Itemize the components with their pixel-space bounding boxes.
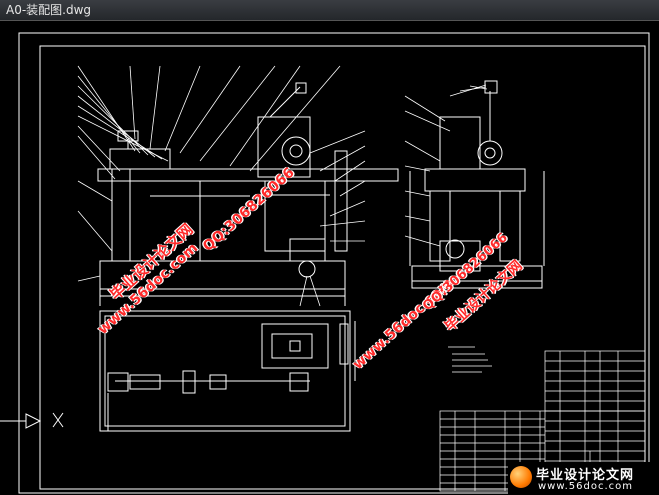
site-logo: 毕业设计论文网 www.56doc.com: [508, 462, 658, 495]
side-view: [409, 80, 545, 289]
top-view: [99, 310, 356, 432]
window-title: A0-装配图.dwg: [6, 3, 92, 17]
drawing-frame-outer: [18, 32, 650, 494]
window-titlebar: A0-装配图.dwg: [0, 0, 659, 21]
drawing-frame-inner: [39, 45, 646, 490]
logo-name: 毕业设计论文网: [536, 468, 635, 483]
leader-lines-left: [77, 65, 366, 307]
cad-drawing: [0, 32, 650, 494]
tech-notes: [448, 346, 492, 373]
logo-url: www.56doc.com: [538, 481, 634, 492]
leader-lines-side: [404, 84, 488, 247]
ucs-icon: [0, 412, 64, 429]
logo-ball-icon: [510, 466, 532, 488]
drawing-viewport[interactable]: 毕业设计论文网 QQ:306826066 www.56doc.com www.5…: [0, 21, 659, 495]
